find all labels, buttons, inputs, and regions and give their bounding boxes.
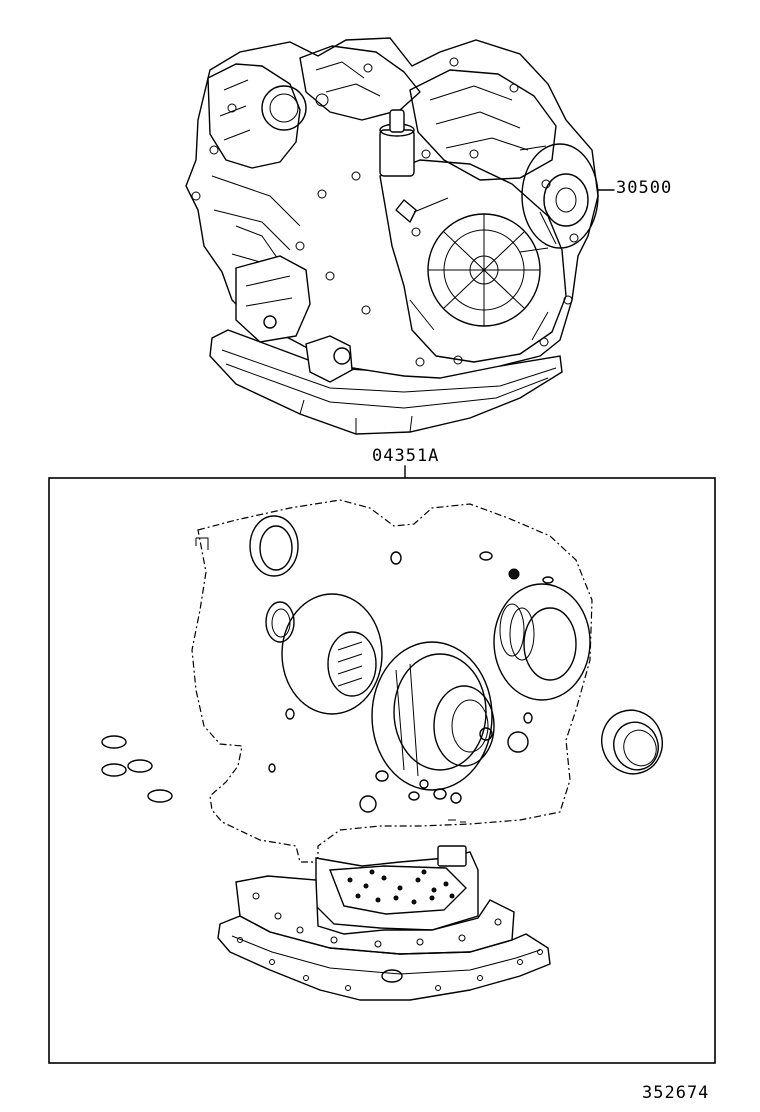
figure-number: 352674 [642, 1083, 710, 1103]
callout-transaxle-assembly: 30500 [616, 178, 673, 198]
gasket-kit-drawing [101, 499, 663, 1001]
transaxle-assembly-drawing [185, 37, 599, 435]
callout-overhaul-gasket-kit: 04351A [372, 446, 440, 466]
gasket-kit-frame [48, 477, 716, 1064]
